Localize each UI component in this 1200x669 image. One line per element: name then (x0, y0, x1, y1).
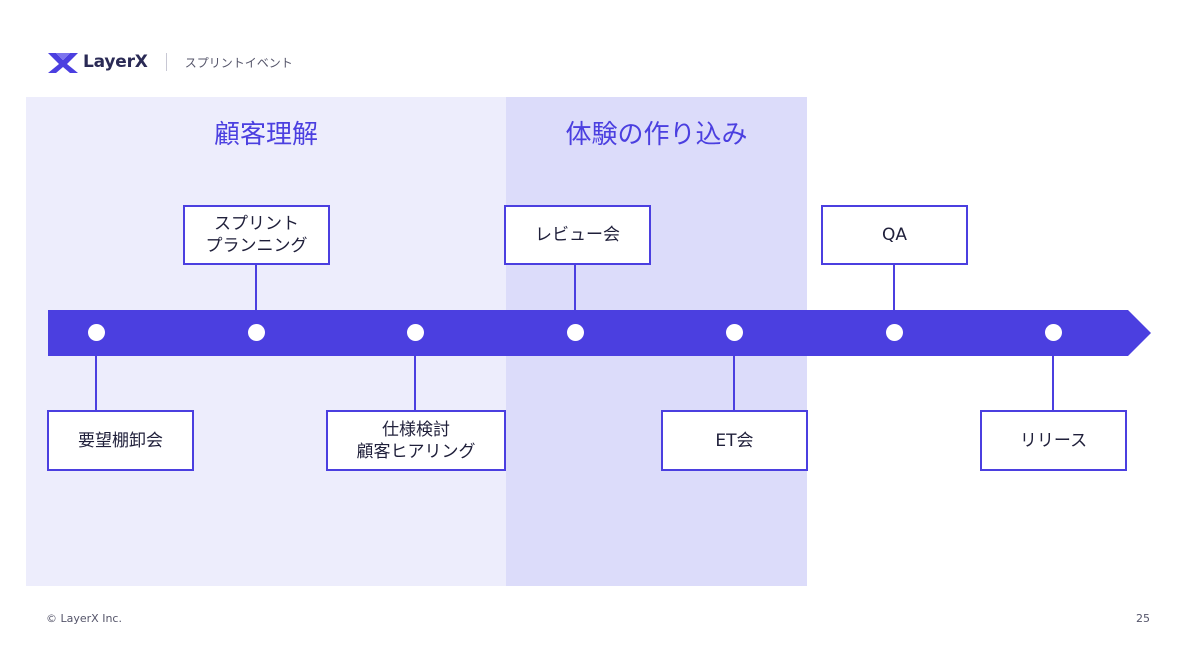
event-label-line: 要望棚卸会 (78, 430, 163, 451)
timeline-dot (726, 324, 743, 341)
brand-name: LayerX (83, 52, 148, 72)
timeline-dot (248, 324, 265, 341)
event-label-line: ET会 (715, 430, 754, 451)
phase-title-1: 顧客理解 (213, 120, 318, 150)
timeline-dot (88, 324, 105, 341)
page-number: 25 (1136, 612, 1150, 625)
connector-line (893, 263, 895, 310)
event-qa: QA (821, 205, 968, 265)
connector-line (733, 356, 735, 412)
event-label-line: 仕様検討 (382, 419, 450, 440)
event-label-line: プランニング (205, 236, 308, 256)
connector-line (255, 263, 257, 310)
timeline-dot (567, 324, 584, 341)
event-label-line: QA (881, 225, 907, 245)
connector-line (574, 263, 576, 310)
timeline-dot (407, 324, 424, 341)
event-label-line: 顧客ヒアリング (356, 441, 476, 462)
phase-title-2: 体験の作り込み (565, 120, 748, 150)
event-label-line: スプリント (214, 214, 299, 234)
event-label-line: レビュー会 (535, 225, 620, 245)
copyright: © LayerX Inc. (46, 612, 122, 625)
event-spec-hearing: 仕様検討 顧客ヒアリング (326, 410, 506, 471)
event-sprint-planning: スプリント プランニング (183, 205, 330, 265)
event-review: レビュー会 (504, 205, 651, 265)
timeline-dot (886, 324, 903, 341)
header-subtitle: スプリントイベント (184, 55, 293, 70)
event-label-line: リリース (1019, 430, 1088, 451)
timeline-dot (1045, 324, 1062, 341)
connector-line (414, 356, 416, 412)
connector-line (1052, 356, 1054, 412)
header-divider (165, 53, 167, 71)
event-release: リリース (980, 410, 1127, 471)
header: LayerX スプリントイベント (48, 50, 293, 74)
connector-line (95, 356, 97, 412)
event-et: ET会 (661, 410, 808, 471)
layerx-logo-icon (48, 53, 78, 73)
event-request-review: 要望棚卸会 (47, 410, 194, 471)
